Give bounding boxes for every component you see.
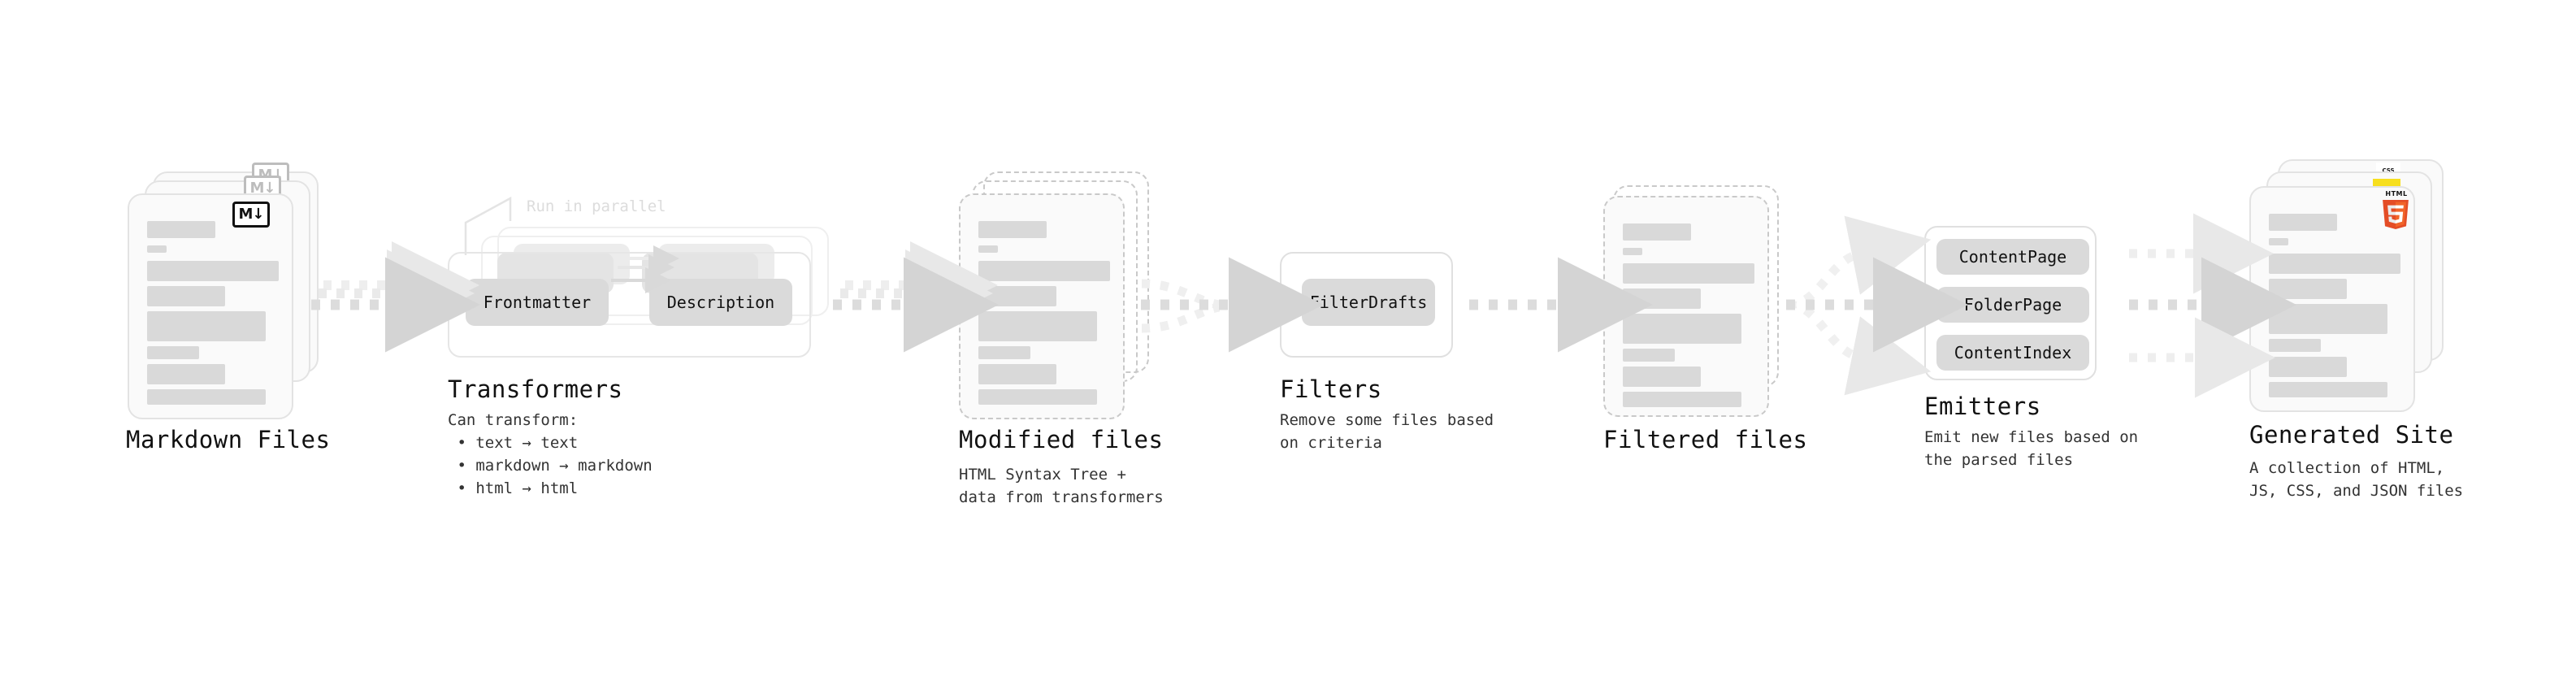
html5-shield-icon — [2383, 200, 2409, 229]
doc-line — [2269, 357, 2347, 377]
emitters-container: ContentPage FolderPage ContentIndex — [1924, 226, 2097, 380]
doc-line — [2269, 238, 2288, 245]
doc-line — [1623, 248, 1642, 255]
doc-line — [147, 346, 199, 359]
doc-line — [147, 286, 225, 306]
transformers-title: Transformers — [448, 375, 623, 403]
transformer-node-description[interactable]: Description — [649, 279, 792, 326]
filtered-file-card-front — [1603, 196, 1769, 417]
doc-line — [147, 221, 215, 238]
transformer-node-frontmatter[interactable]: Frontmatter — [466, 279, 609, 326]
doc-line — [1623, 263, 1754, 284]
filters-title: Filters — [1280, 375, 1382, 403]
emitter-node-contentpage[interactable]: ContentPage — [1936, 239, 2089, 275]
doc-line — [1623, 223, 1691, 241]
doc-line — [2269, 382, 2387, 397]
modified-files-subtitle: HTML Syntax Tree + data from transformer… — [959, 466, 1164, 506]
doc-line — [978, 221, 1047, 238]
emitters-title: Emitters — [1924, 393, 2041, 420]
markdown-file-card-front — [128, 193, 293, 419]
arrow-transformers-to-modified — [833, 241, 999, 353]
doc-line — [147, 389, 266, 405]
generated-site-title: Generated Site — [2249, 421, 2454, 449]
generated-site-subtitle: A collection of HTML, JS, CSS, and JSON … — [2249, 459, 2464, 500]
arrow-markdown-to-transformers — [311, 241, 480, 353]
css-logo-text: CSS — [2382, 167, 2395, 174]
emitters-subtitle: Emit new files based on the parsed files — [1924, 428, 2139, 469]
modified-files-title: Modified files — [959, 426, 1164, 453]
transformers-subtitle: Can transform: • text → text • markdown … — [448, 411, 653, 497]
doc-line — [2269, 214, 2337, 231]
doc-line — [147, 364, 225, 384]
markdown-logo-icon: M↓ — [232, 202, 270, 228]
filter-node-filterdrafts[interactable]: FilterDrafts — [1302, 279, 1435, 326]
doc-line — [978, 286, 1056, 306]
doc-line — [147, 311, 266, 341]
transformer-container-front: Frontmatter Description — [448, 252, 811, 358]
arrow-modified-to-filters — [1141, 257, 1324, 353]
doc-line — [1623, 288, 1701, 309]
doc-line — [147, 245, 167, 253]
html5-logo-word: HTML — [2385, 190, 2408, 197]
doc-line — [978, 245, 998, 253]
doc-line — [2269, 254, 2400, 274]
doc-line — [978, 311, 1097, 341]
doc-line — [978, 389, 1097, 405]
doc-line — [978, 261, 1110, 281]
filters-container: FilterDrafts — [1280, 252, 1453, 358]
doc-line — [2269, 279, 2347, 299]
html5-logo-icon: HTML — [2381, 190, 2412, 235]
doc-line — [1623, 349, 1675, 362]
filters-subtitle: Remove some files based on criteria — [1280, 411, 1494, 452]
emitter-node-contentindex[interactable]: ContentIndex — [1936, 335, 2089, 371]
doc-line — [147, 261, 279, 281]
doc-line — [978, 346, 1030, 359]
run-in-parallel-label: Run in parallel — [527, 197, 666, 215]
arrow-filtered-to-emitters — [1786, 215, 1968, 396]
emitter-node-folderpage[interactable]: FolderPage — [1936, 287, 2089, 323]
markdown-files-title: Markdown Files — [126, 426, 331, 453]
doc-line — [1623, 367, 1701, 387]
modified-file-card-front — [959, 193, 1125, 419]
arrow-emitters-to-site — [2129, 213, 2296, 398]
filtered-files-title: Filtered files — [1603, 426, 1808, 453]
doc-line — [2269, 304, 2387, 334]
doc-line — [2269, 339, 2321, 352]
doc-line — [978, 364, 1056, 384]
doc-line — [1623, 392, 1741, 407]
doc-line — [1623, 314, 1741, 344]
